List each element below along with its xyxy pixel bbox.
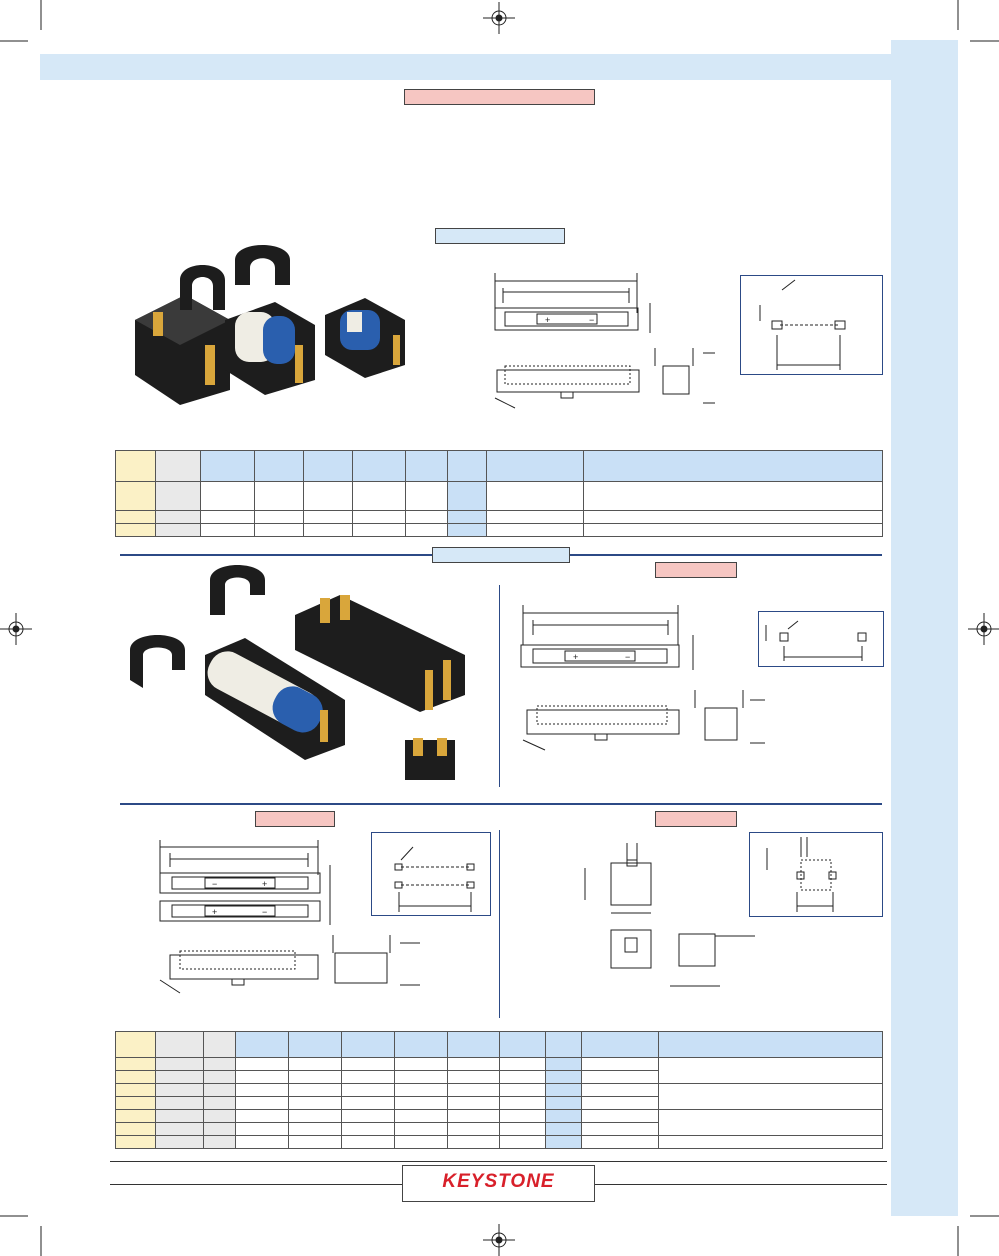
clip-graphic [210, 565, 265, 615]
section2-sub-label [655, 562, 737, 578]
section1-label [435, 228, 565, 244]
table-row [115, 1109, 883, 1136]
dimension-drawing-1: + − [494, 273, 715, 409]
clip-graphic [180, 265, 225, 310]
table-row [115, 1057, 883, 1084]
footprint-drawing-1 [759, 279, 846, 370]
svg-text:+: + [545, 315, 550, 325]
svg-text:−: − [262, 907, 267, 917]
table1-header-row [115, 450, 883, 482]
clip-graphic-2 [130, 635, 185, 688]
upright-holder-graphic [405, 738, 455, 780]
section3-right-label [655, 811, 737, 827]
footer-rule-top [110, 1161, 887, 1162]
table-row [115, 481, 883, 511]
spec-table-1 [115, 450, 883, 537]
spec-table-2 [115, 1031, 883, 1149]
right-side-band [891, 40, 958, 1216]
dimension-drawing-3: − + + − [159, 840, 420, 994]
footprint-drawing-4 [766, 837, 837, 912]
svg-text:+: + [573, 652, 578, 662]
battery-holder-graphic [225, 302, 315, 395]
table-row [115, 1083, 883, 1110]
svg-text:+: + [212, 907, 217, 917]
holder-product-image-2 [130, 565, 465, 780]
dimension-drawing-2: + − [520, 605, 765, 751]
table-row [115, 1135, 883, 1149]
footprint-box-4 [749, 832, 883, 917]
holder-product-image-1 [135, 245, 405, 405]
footprint-box-1 [740, 275, 883, 375]
svg-text:−: − [625, 652, 630, 662]
small-holder-graphic [325, 298, 405, 378]
footprint-box-2 [758, 611, 884, 667]
registration-mark-top [483, 2, 515, 34]
table2-header-row [115, 1031, 883, 1058]
registration-mark-bottom [483, 1224, 515, 1256]
table-row [115, 1096, 883, 1110]
open-holder-graphic [135, 295, 230, 405]
footprint-drawing-2 [765, 620, 867, 661]
section3-rule [120, 803, 882, 805]
dimension-drawing-4 [584, 843, 755, 987]
table-row [115, 523, 883, 537]
brand-logo: KEYSTONE [442, 1171, 555, 1192]
footer-logo-box: KEYSTONE [402, 1165, 595, 1202]
section2-divider [499, 585, 500, 787]
svg-text:−: − [212, 879, 217, 889]
section3-left-label [255, 811, 335, 827]
top-section-label [404, 89, 595, 105]
svg-text:−: − [589, 315, 594, 325]
footprint-box-3 [371, 832, 491, 916]
footprint-drawing-3 [394, 846, 475, 912]
registration-mark-left [0, 613, 32, 645]
section2-label [432, 547, 570, 563]
svg-text:+: + [262, 879, 267, 889]
registration-mark-right [968, 613, 999, 645]
double-holder-graphic [295, 595, 465, 712]
table-row [115, 510, 883, 524]
header-band [40, 54, 891, 80]
section3-divider [499, 830, 500, 1018]
clip-graphic-2 [235, 245, 290, 285]
table-row [115, 1122, 883, 1136]
battery-holder-graphic [205, 638, 345, 760]
